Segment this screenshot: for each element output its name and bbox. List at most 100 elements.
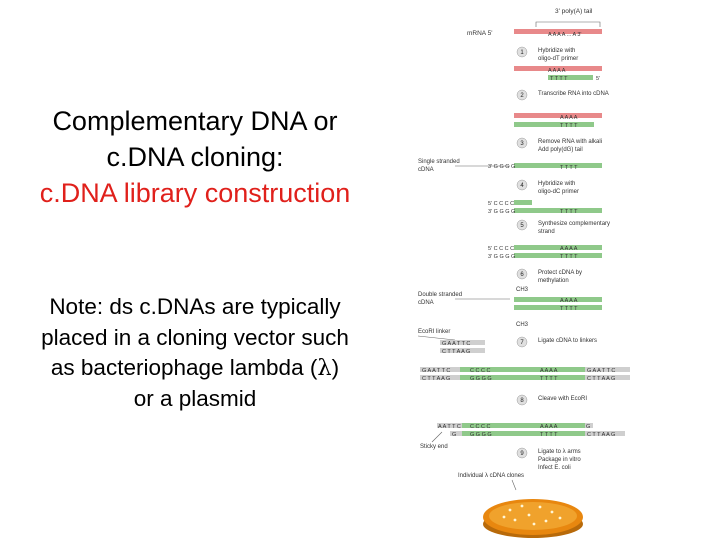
step-4-marker [516, 179, 528, 191]
step-4-text: Hybridize with [538, 181, 575, 187]
plaque-3 [538, 505, 542, 509]
plaque-9 [532, 522, 536, 526]
ss-cdna-strand [514, 163, 602, 168]
step-4-text-2: oligo-dC primer [538, 189, 579, 195]
ss-cdna-strand-2 [514, 208, 602, 213]
oligo-dc-seq: 5' C C C C [488, 201, 514, 207]
methyl-label-bottom: CH3 [516, 322, 529, 328]
step-9-marker [516, 447, 528, 459]
oligo-dt-5-end: 5' [596, 76, 600, 82]
ligated-cdna-poly-t: T T T T [540, 376, 558, 382]
slide-title: Complementary DNA or c.DNA cloning: c.DN… [10, 103, 380, 211]
step-9-number: 9 [520, 451, 524, 457]
linker-bottom-strand [440, 348, 485, 353]
step-1-number: 1 [520, 50, 524, 56]
ecori-linker-leader [417, 335, 456, 341]
plaque-1 [508, 508, 512, 512]
ss-cdna-ggg-2: 3' G G G G [488, 209, 515, 215]
step-3-text-2: Add poly(dG) tail [538, 147, 583, 153]
ligated-cdna-ggg: G G G G [470, 376, 492, 382]
plaque-2 [520, 504, 524, 508]
step-6-text: Protect cDNA by [538, 270, 582, 276]
step-8-text: Cleave with EcoRI [538, 396, 587, 402]
plaque-4 [550, 510, 554, 514]
step-1-text-2: oligo-dT primer [538, 56, 578, 62]
plaque-8 [558, 516, 562, 520]
sticky-end-leader [431, 431, 443, 443]
step-6-number: 6 [520, 272, 524, 278]
poly-a-bracket [535, 21, 601, 27]
ds-bottom-poly-t: T T T T [560, 254, 578, 260]
title-line-2: c.DNA cloning: [106, 142, 284, 172]
linker-top-strand [440, 340, 485, 345]
ligated-left-linker-top-seq: G A A T T C [422, 368, 450, 374]
cut-cdna-ccc: C C C C [470, 424, 491, 430]
ligated-right-linker-top-seq: G A A T T C [587, 368, 615, 374]
cut-left-top [437, 423, 462, 428]
petri-dish-agar [489, 502, 577, 530]
title-line-3: c.DNA library construction [39, 178, 351, 208]
step-2-text: Transcribe RNA into cDNA [538, 91, 609, 97]
step-2-number: 2 [520, 93, 524, 99]
cut-left-bottom [450, 431, 462, 436]
step-8-marker [516, 394, 528, 406]
step-6-text-2: methylation [538, 278, 569, 284]
linker-bottom-seq: C T T A A G [442, 349, 470, 355]
ligated-left-linker-bottom [420, 375, 460, 380]
double-stranded-label-2: cDNA [418, 300, 434, 306]
cut-right-top-g: G [586, 424, 590, 430]
title-line-1: Complementary DNA or [52, 106, 338, 136]
ds-top-strand [514, 245, 602, 250]
lambda-symbol: λ [317, 355, 332, 381]
methylated-top-strand [514, 297, 602, 302]
cut-left-bottom-g: G [452, 432, 456, 438]
ligated-right-linker-bottom [585, 375, 630, 380]
note-line-2: placed in a cloning vector such [41, 324, 349, 350]
step-1-marker [516, 46, 528, 58]
step-9-text-3: Infect E. coli [538, 465, 571, 471]
clones-leader [511, 479, 517, 491]
methylated-bottom-strand [514, 305, 602, 310]
cut-cdna-top [462, 423, 585, 428]
ligated-left-linker-bottom-seq: C T T A A G [422, 376, 450, 382]
note-line-1: Note: ds c.DNAs are typically [49, 294, 341, 319]
step-5-text-2: strand [538, 229, 555, 235]
rna-template-poly-a: A A A A [560, 115, 578, 121]
step-5-number: 5 [520, 223, 524, 229]
ligated-cdna-top [460, 367, 585, 372]
ligated-cdna-ccc: C C C C [470, 368, 491, 374]
single-stranded-label: Single stranded [418, 159, 460, 165]
mrna-label: mRNA 5' [467, 30, 492, 37]
ds-bottom-ggg: 3' G G G G [488, 254, 515, 260]
ds-bottom-strand [514, 253, 602, 258]
hybrid-rna-strand [514, 66, 602, 71]
step-4-number: 4 [520, 183, 524, 189]
methylated-top-poly-a: A A A A [560, 298, 578, 304]
oligo-dt-seq: T T T T [550, 76, 568, 82]
cut-right-bottom-seq: C T T A A G [587, 432, 615, 438]
oligo-dt-primer [548, 75, 593, 80]
mrna-poly-a-seq: A A A A ... A 3' [548, 32, 581, 38]
ligated-right-linker-top [585, 367, 630, 372]
double-stranded-label: Double stranded [418, 292, 462, 298]
poly-a-tail-label: 3' poly(A) tail [555, 8, 593, 15]
note-line-3-post: ) [331, 355, 340, 380]
step-3-number: 3 [520, 141, 524, 147]
cut-cdna-ggg: G G G G [470, 432, 492, 438]
step-3-marker [516, 137, 528, 149]
methylated-bottom-poly-t: T T T T [560, 306, 578, 312]
slide-note: Note: ds c.DNAs are typically placed in … [10, 292, 380, 414]
step-9-text: Ligate to λ arms [538, 449, 581, 455]
ligated-left-linker-top [420, 367, 460, 372]
ligated-cdna-poly-a: A A A A [540, 368, 558, 374]
cut-left-top-seq: A A T T C [438, 424, 461, 430]
single-stranded-label-2: cDNA [418, 167, 434, 173]
plaque-10 [502, 515, 506, 519]
ecori-linker-label: EcoRI linker [418, 329, 450, 335]
first-strand-cdna [514, 122, 594, 127]
step-7-marker [516, 336, 528, 348]
oligo-dc-primer [514, 200, 532, 205]
cut-cdna-poly-t: T T T T [540, 432, 558, 438]
rna-template-strand [514, 113, 602, 118]
first-strand-poly-t: T T T T [560, 123, 578, 129]
